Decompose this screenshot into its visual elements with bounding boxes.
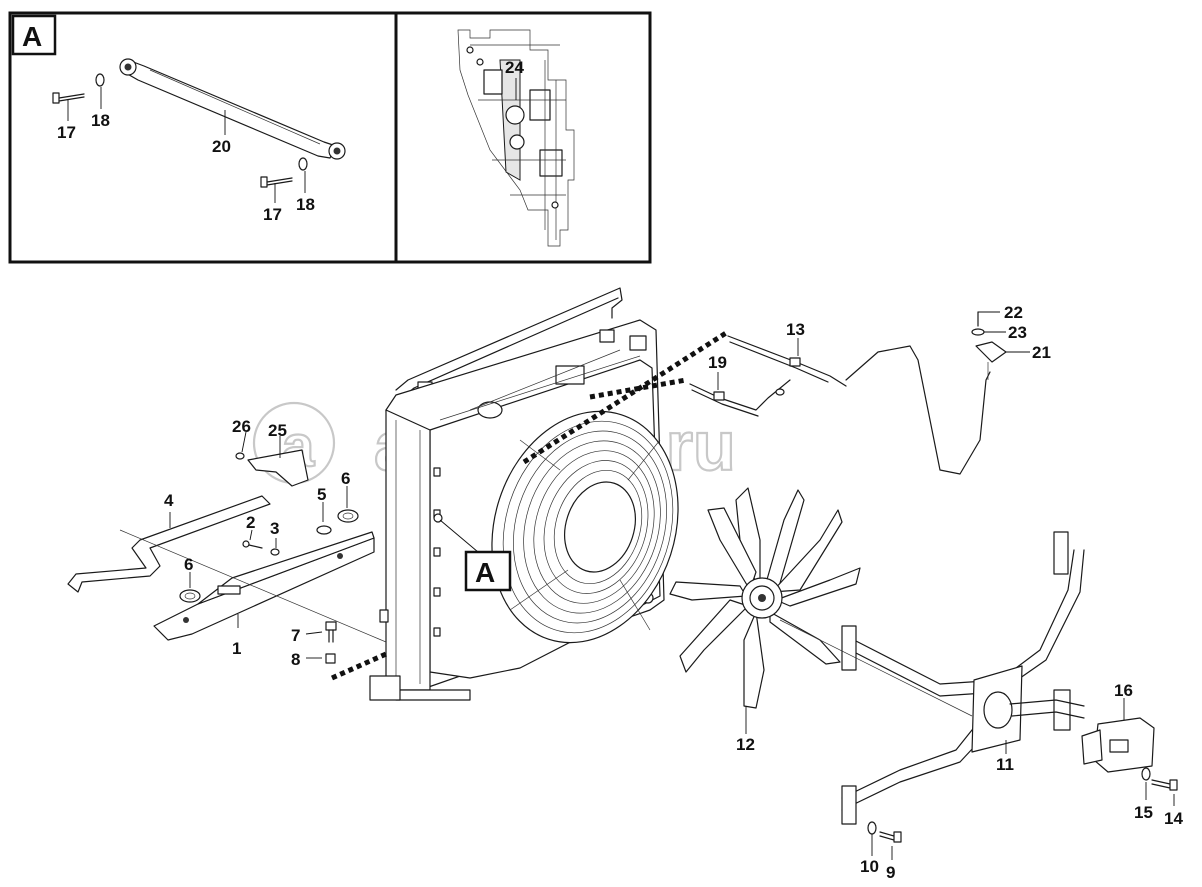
callout-15: 15	[1134, 803, 1153, 822]
callout-24: 24	[505, 58, 524, 77]
callout-22: 22	[1004, 303, 1023, 322]
bracket-1	[153, 531, 375, 641]
detail-frame: A	[8, 11, 652, 264]
callout-16: 16	[1114, 681, 1133, 700]
stabilizer-rod	[119, 58, 346, 160]
fan-bracket	[779, 531, 1085, 825]
washer-18-upper	[95, 73, 105, 87]
washer-10	[867, 821, 877, 835]
callout-13: 13	[786, 320, 805, 339]
callout-25: 25	[268, 421, 287, 440]
spacer-8	[325, 653, 336, 664]
callout-5: 5	[317, 485, 326, 504]
assembly-line	[589, 377, 687, 400]
callout-12: 12	[736, 735, 755, 754]
callout-20: 20	[212, 137, 231, 156]
bolt-7	[325, 621, 337, 643]
fan	[669, 487, 861, 709]
washer-15	[1141, 767, 1151, 781]
callout-4: 4	[164, 491, 174, 510]
washer-3	[270, 548, 280, 556]
leader-lines	[169, 311, 1175, 860]
bolt-26	[235, 452, 245, 460]
callout-6: 6	[341, 469, 350, 488]
callout-17: 17	[57, 123, 76, 142]
bolt-17-lower	[260, 176, 293, 188]
callout-7: 7	[291, 626, 300, 645]
fan-guard	[491, 410, 679, 644]
bolt-17-upper	[52, 92, 85, 104]
view-reference-label: A	[475, 557, 495, 588]
grommet-6	[337, 509, 359, 523]
callout-14: 14	[1164, 809, 1183, 828]
hoses	[689, 335, 991, 475]
bracket-4	[67, 495, 271, 593]
callout-6: 6	[184, 555, 193, 574]
washer-18-lower	[298, 157, 308, 171]
callout-17: 17	[263, 205, 282, 224]
bolt-14	[1151, 779, 1178, 791]
engine-detail	[457, 29, 575, 247]
callout-23: 23	[1008, 323, 1027, 342]
washer-23	[971, 328, 985, 336]
bolt-2	[242, 540, 250, 548]
assembly-line	[522, 330, 728, 465]
assembly-line	[330, 651, 388, 681]
fan-motor	[1081, 717, 1155, 773]
detail-view-label: A	[22, 21, 42, 52]
callout-3: 3	[270, 519, 279, 538]
bracket-25	[247, 449, 309, 487]
callout-2: 2	[246, 513, 255, 532]
callout-26: 26	[232, 417, 251, 436]
callout-10: 10	[860, 857, 879, 876]
callout-21: 21	[1032, 343, 1051, 362]
bolt-9	[879, 831, 902, 843]
callout-19: 19	[708, 353, 727, 372]
clip-21	[975, 341, 1007, 363]
view-reference-box: A	[439, 519, 512, 592]
callout-8: 8	[291, 650, 300, 669]
callout-18: 18	[296, 195, 315, 214]
callout-9: 9	[886, 863, 895, 882]
callout-1: 1	[232, 639, 241, 658]
callout-18: 18	[91, 111, 110, 130]
grommet-6	[179, 589, 201, 603]
callout-11: 11	[996, 755, 1014, 774]
washer-5	[316, 525, 332, 535]
